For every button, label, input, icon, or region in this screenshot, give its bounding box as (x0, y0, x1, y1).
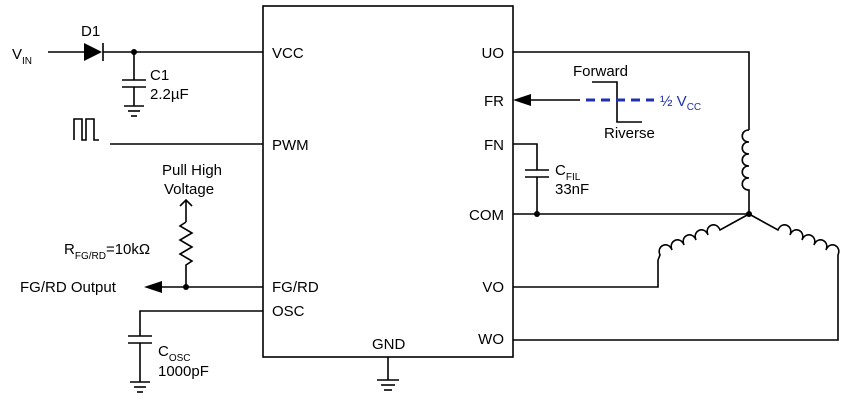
pin-fn-label: FN (484, 137, 504, 154)
c1-ground-icon (124, 105, 144, 117)
coil-u-inductor (741, 129, 750, 214)
reverse-label: Riverse (604, 125, 655, 142)
c1-value-label: 2.2µF (150, 86, 189, 103)
c1-name-label: C1 (150, 67, 169, 84)
cosc-ground-icon (130, 381, 150, 393)
pin-fr-label: FR (484, 93, 504, 110)
vin-label: VIN (12, 46, 32, 67)
cfil-name-label: CFIL (555, 162, 581, 183)
fg-output-arrow-icon (144, 281, 162, 293)
pull-high-label-line1: Pull High (162, 162, 222, 179)
vo-wire (513, 260, 659, 288)
pin-fgrd-label: FG/RD (272, 279, 319, 296)
fr-level-step-icon (592, 81, 642, 123)
coil-w-inductor (748, 213, 840, 260)
rfg-label: RFG/RD=10kΩ (64, 241, 150, 262)
coil-v-inductor (657, 213, 750, 261)
diode-d1-triangle (84, 43, 102, 61)
osc-wire (139, 310, 263, 336)
pin-vcc-label: VCC (272, 45, 304, 62)
pin-uo-label: UO (482, 45, 505, 62)
cfil-value-label: 33nF (555, 181, 589, 198)
wo-wire (513, 260, 839, 341)
half-vcc-label: ½ VCC (660, 93, 701, 113)
fg-output-label: FG/RD Output (20, 279, 117, 296)
pin-wo-label: WO (478, 331, 504, 348)
pin-osc-label: OSC (272, 303, 305, 320)
pin-com-label: COM (469, 207, 504, 224)
fn-wire (513, 143, 538, 170)
pull-high-label-line2: Voltage (164, 181, 214, 198)
pin-vo-label: VO (482, 279, 504, 296)
pin-pwm-label: PWM (272, 137, 309, 154)
ic-ground-icon (377, 379, 399, 391)
rfg-resistor (178, 221, 194, 287)
d1-label: D1 (81, 23, 100, 40)
pwm-waveform-icon (73, 118, 99, 141)
cosc-name-label: COSC (158, 343, 191, 364)
cosc-value-label: 1000pF (158, 363, 209, 380)
fr-arrow-icon (513, 94, 531, 106)
uo-wire (513, 51, 750, 130)
pin-gnd-label: GND (372, 336, 406, 353)
pull-high-arrow-icon (179, 198, 193, 222)
forward-label: Forward (573, 63, 628, 80)
ic-body (262, 5, 514, 358)
